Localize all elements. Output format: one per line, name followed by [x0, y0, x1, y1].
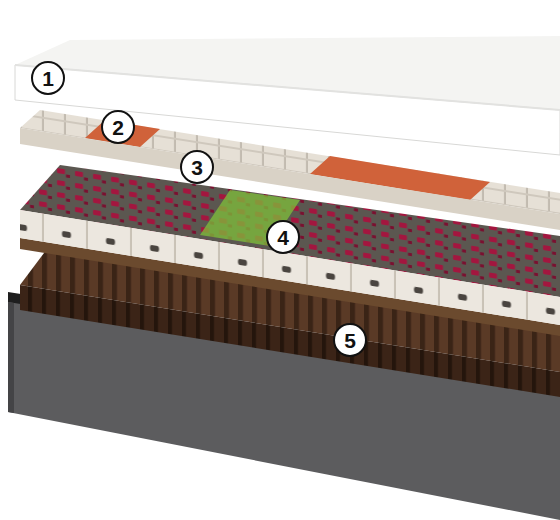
- callout-number: 4: [266, 220, 300, 254]
- cover-front: [15, 65, 560, 155]
- callout-number: 1: [31, 61, 65, 95]
- callout-number: 5: [333, 323, 367, 357]
- callout-number: 2: [101, 110, 135, 144]
- callout-number: 3: [180, 150, 214, 184]
- base-edge: [8, 302, 14, 413]
- spring-frame-front: [20, 210, 560, 325]
- cover-seam: [15, 65, 560, 110]
